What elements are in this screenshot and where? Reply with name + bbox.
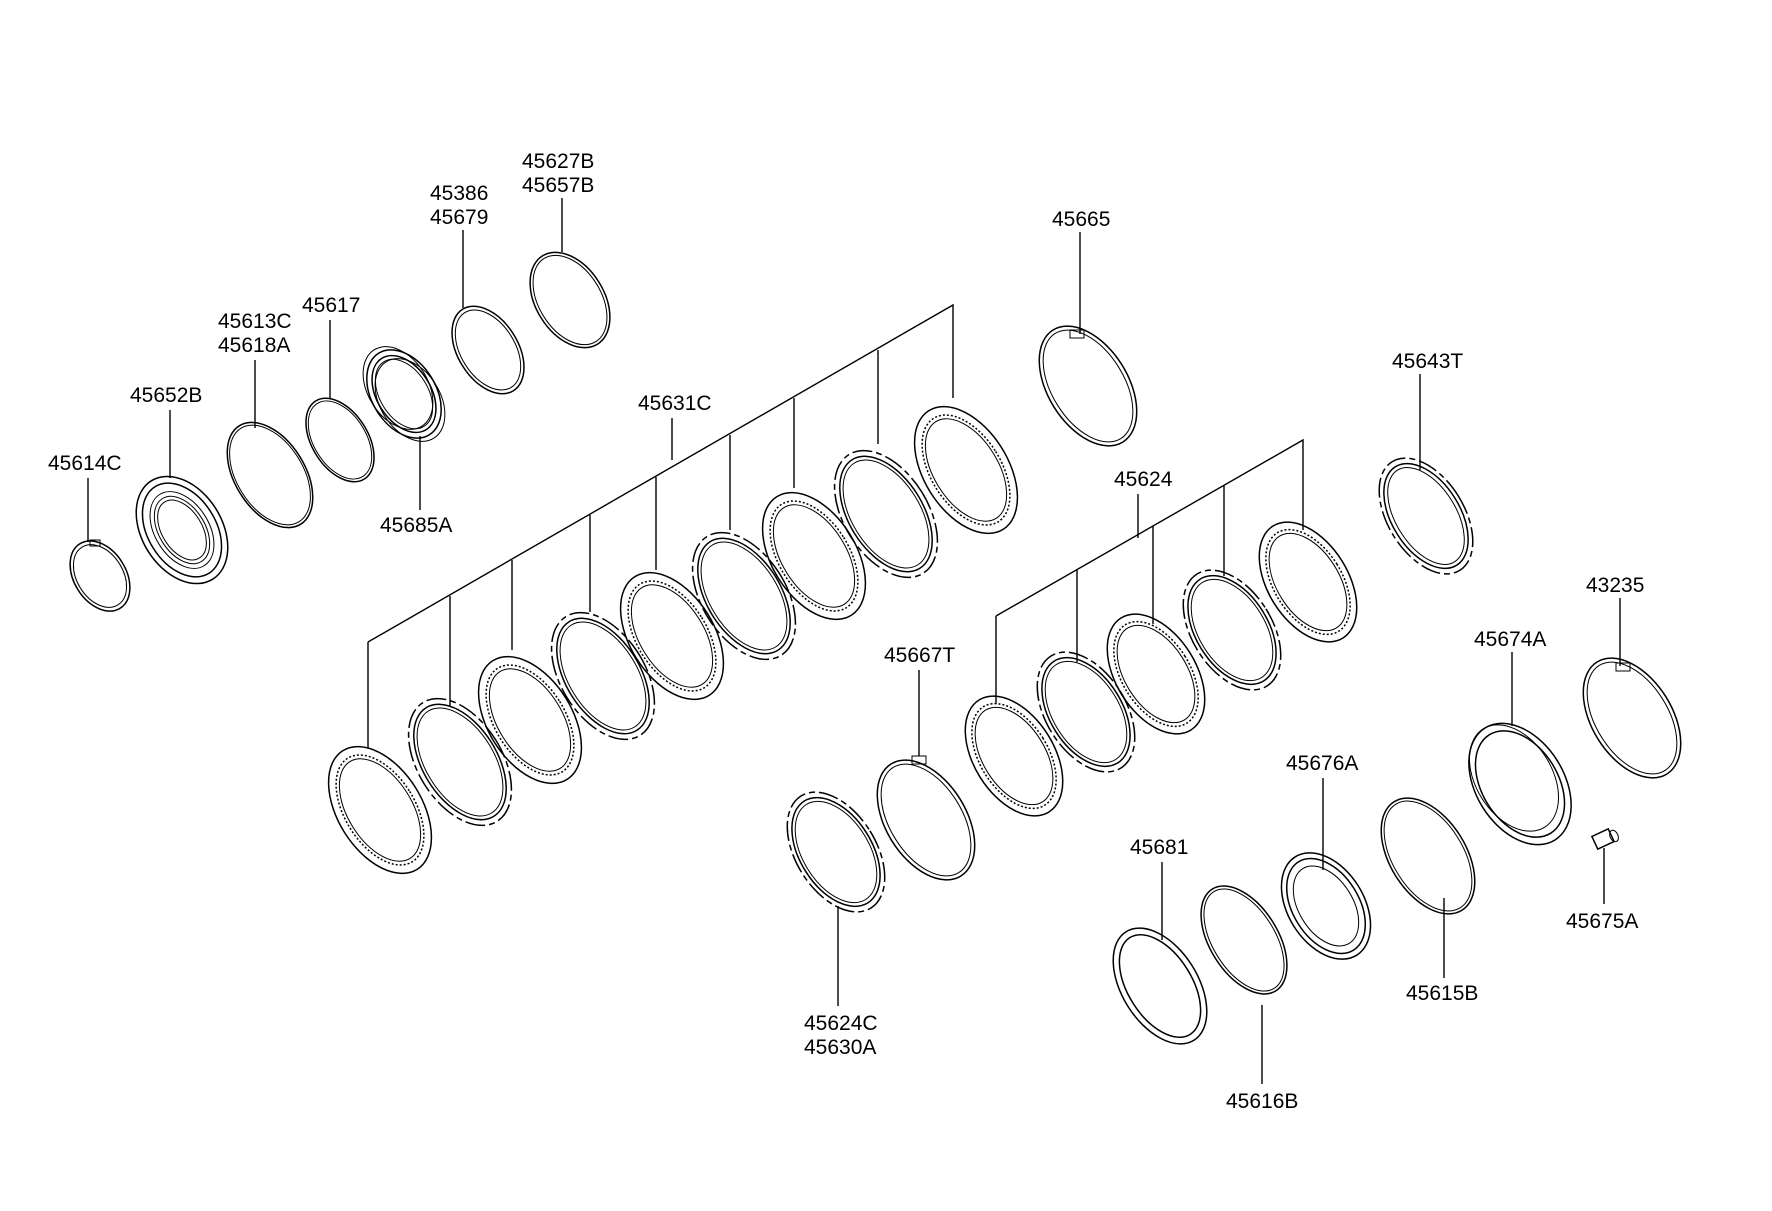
clutch-pack-45631C[interactable] [307, 388, 1038, 891]
friction-disc [477, 655, 583, 785]
friction-disc [1106, 613, 1206, 735]
label-45614C[interactable]: 45614C [48, 452, 122, 475]
retainer-45674A[interactable] [1448, 705, 1593, 864]
friction-disc [913, 405, 1019, 535]
label-45631C[interactable]: 45631C [638, 392, 712, 415]
steel-plate [1182, 569, 1282, 691]
label-45652B[interactable]: 45652B [130, 384, 202, 407]
seal-ring-45615B[interactable] [1362, 782, 1494, 931]
snap-ring-45667T[interactable] [857, 743, 995, 897]
label-45674A[interactable]: 45674A [1474, 628, 1546, 651]
leader-lines [87, 198, 1621, 1084]
plate-45643T[interactable] [1360, 442, 1492, 591]
friction-disc [1258, 521, 1358, 643]
label-45681[interactable]: 45681 [1130, 836, 1188, 859]
seal-ring-45616B[interactable] [1183, 871, 1304, 1009]
label-45685A[interactable]: 45685A [380, 514, 452, 537]
pin-45675A[interactable] [1590, 827, 1620, 851]
label-45630A[interactable]: 45630A [804, 1036, 876, 1059]
label-45624C[interactable]: 45624C [804, 1012, 878, 1035]
label-45643T[interactable]: 45643T [1392, 350, 1463, 373]
plate-45624C[interactable] [767, 775, 905, 929]
steel-plate [407, 697, 513, 827]
label-43235[interactable]: 43235 [1586, 574, 1644, 597]
friction-disc [964, 695, 1064, 817]
label-45618A[interactable]: 45618A [218, 334, 290, 357]
clutch-pack-45624[interactable] [945, 505, 1377, 833]
label-45613C[interactable]: 45613C [218, 310, 292, 333]
friction-disc [327, 745, 433, 875]
label-45617[interactable]: 45617 [302, 294, 360, 317]
steel-plate [550, 611, 656, 741]
retainer-45685A[interactable] [349, 334, 460, 454]
snap-ring-45614C[interactable] [58, 530, 142, 622]
steel-plate [833, 449, 939, 579]
label-45675A[interactable]: 45675A [1566, 910, 1638, 933]
label-45665[interactable]: 45665 [1052, 208, 1110, 231]
friction-disc [761, 491, 867, 621]
friction-disc [619, 571, 725, 701]
seal-ring-45617[interactable] [292, 386, 388, 494]
label-45676A[interactable]: 45676A [1286, 752, 1358, 775]
label-45627B[interactable]: 45627B [522, 150, 594, 173]
parts [58, 238, 1701, 1061]
label-45679[interactable]: 45679 [430, 206, 488, 229]
piston-45652B[interactable] [117, 460, 246, 601]
steel-plate [691, 531, 797, 661]
snap-ring-43235[interactable] [1563, 641, 1701, 795]
seal-ring-45627B[interactable] [514, 238, 627, 362]
label-45624[interactable]: 45624 [1114, 468, 1173, 491]
seal-ring-45386[interactable] [437, 293, 539, 406]
ring-45681[interactable] [1094, 912, 1226, 1061]
label-45616B[interactable]: 45616B [1226, 1090, 1298, 1113]
part-labels: 45614C 45652B 45613C 45618A 45617 45386 … [48, 150, 1644, 1113]
label-45657B[interactable]: 45657B [522, 174, 594, 197]
label-45386[interactable]: 45386 [430, 182, 488, 205]
snap-ring-45665[interactable] [1019, 309, 1157, 463]
label-45667T[interactable]: 45667T [884, 644, 955, 667]
piston-45676A[interactable] [1263, 837, 1389, 976]
label-45615B[interactable]: 45615B [1406, 982, 1478, 1005]
seal-ring-45613C[interactable] [210, 407, 331, 542]
